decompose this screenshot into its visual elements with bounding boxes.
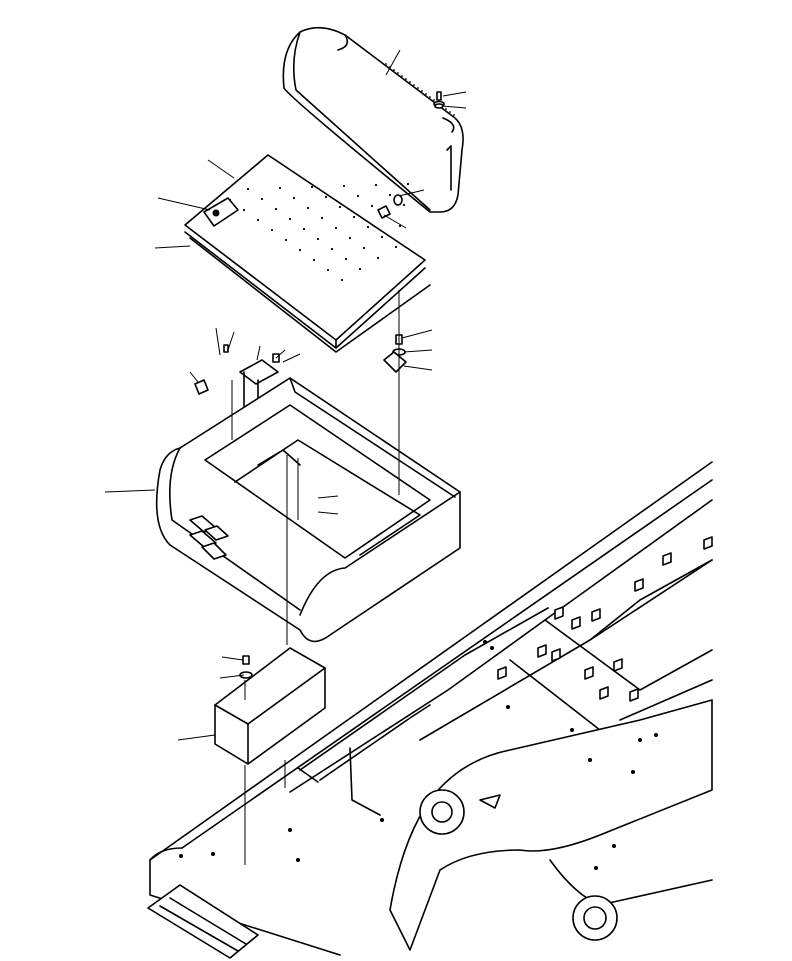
frame-block (591, 608, 601, 622)
perforation-dot (406, 182, 410, 186)
frame-block (629, 688, 639, 702)
perforation-dot (421, 90, 423, 92)
perforation-dot (306, 206, 310, 210)
perforation-dot (374, 183, 378, 187)
perforation-dot (310, 185, 314, 189)
frame-block (599, 686, 609, 700)
perforation-dot (326, 268, 330, 272)
perforation-dot (211, 852, 215, 856)
perforation-dot (278, 186, 282, 190)
chassis-frame (149, 461, 713, 956)
perforation-dot (453, 114, 455, 116)
perforation-dot (394, 245, 398, 249)
perforation-dot (320, 216, 324, 220)
frame-block (634, 578, 644, 592)
perforation-dot (405, 78, 407, 80)
tool-box (214, 647, 326, 765)
perforation-dot (449, 111, 451, 113)
perforation-dot (417, 87, 419, 89)
perforation-dot (397, 72, 399, 74)
boom-foot (389, 699, 713, 951)
perforation-dot (380, 235, 384, 239)
perforation-dot (612, 844, 616, 848)
perforation-dot (288, 217, 292, 221)
perforation-dot (228, 198, 232, 202)
perforation-dot (358, 267, 362, 271)
perforation-dot (594, 866, 598, 870)
perforation-dot (402, 203, 406, 207)
assembly-guides (231, 290, 400, 865)
frame-block (613, 658, 623, 672)
perforation-dot (288, 828, 292, 832)
perforation-dot (506, 705, 510, 709)
perforation-dot (292, 196, 296, 200)
perforation-dot (366, 225, 370, 229)
perforation-dot (340, 278, 344, 282)
perforation-dot (330, 247, 334, 251)
frame-block (554, 606, 564, 620)
frame-block (551, 648, 561, 662)
battery-box (155, 377, 461, 643)
perforation-dot (370, 204, 374, 208)
perforation-dot (570, 728, 574, 732)
perforation-dot (385, 63, 387, 65)
perforation-dot (483, 640, 487, 644)
frame-block (662, 552, 672, 566)
perforation-dot (398, 224, 402, 228)
perforation-dot (433, 99, 435, 101)
perforation-dot (356, 194, 360, 198)
perforation-dot (296, 858, 300, 862)
top-cover (282, 26, 464, 213)
perforation-dot (388, 193, 392, 197)
floor-plate (184, 154, 426, 349)
perforation-dot (362, 246, 366, 250)
perforation-dot (270, 228, 274, 232)
perforation-dot (242, 208, 246, 212)
perforation-dot (344, 257, 348, 261)
perforation-dot (409, 81, 411, 83)
perforation-dot (588, 758, 592, 762)
step (147, 884, 259, 959)
perforation-dot (393, 69, 395, 71)
vent-grille (189, 515, 229, 560)
perforation-dot (638, 738, 642, 742)
frame-block (703, 536, 713, 550)
frame-block (537, 644, 547, 658)
frame-block (571, 616, 581, 630)
perforation-dot (376, 256, 380, 260)
perforation-dot (256, 218, 260, 222)
perforation-dot (425, 93, 427, 95)
perforation-dot (246, 187, 250, 191)
perforation-dot (401, 75, 403, 77)
leader-lines (104, 49, 467, 741)
perforation-dot (631, 770, 635, 774)
frame-fittings (179, 536, 713, 870)
perforation-dot (429, 96, 431, 98)
perforation-dot (654, 733, 658, 737)
perforation-dot (380, 818, 384, 822)
frame-block (584, 666, 594, 680)
perforation-dot (413, 84, 415, 86)
perforation-dot (342, 184, 346, 188)
perforation-dot (302, 227, 306, 231)
perforation-dot (274, 207, 278, 211)
perforation-dot (334, 226, 338, 230)
perforation-dot (316, 237, 320, 241)
plate-perforation (228, 182, 410, 282)
perforation-dot (490, 646, 494, 650)
perforation-dot (338, 205, 342, 209)
perforation-dot (284, 238, 288, 242)
frame-block (497, 666, 507, 680)
perforation-dot (298, 248, 302, 252)
perforation-dot (179, 854, 183, 858)
perforation-dot (260, 197, 264, 201)
perforation-dot (312, 258, 316, 262)
perforation-dot (324, 195, 328, 199)
perforation-dot (348, 236, 352, 240)
perforation-dot (445, 108, 447, 110)
perforation-dot (352, 215, 356, 219)
